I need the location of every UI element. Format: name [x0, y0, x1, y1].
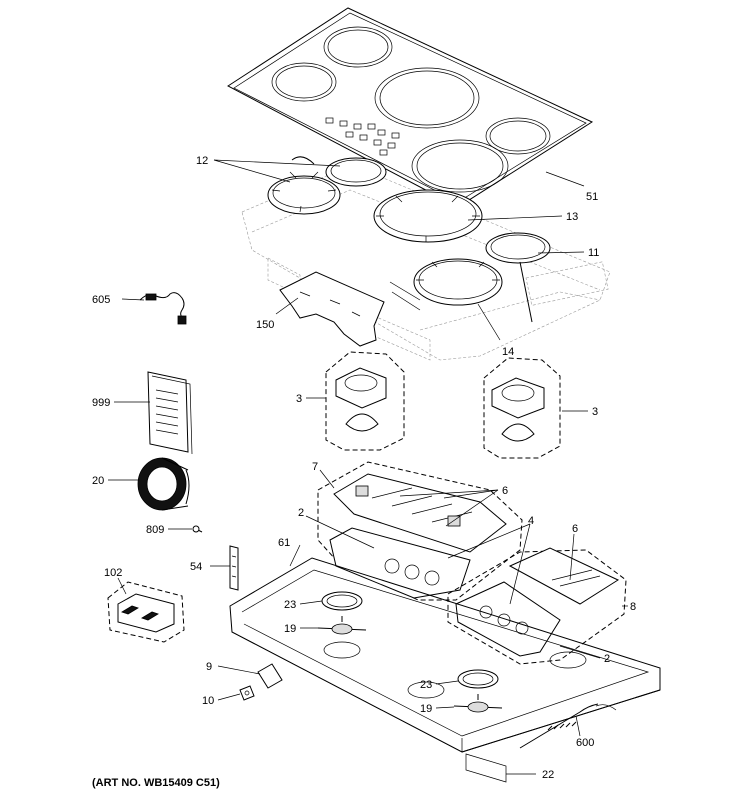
control-keys [325, 117, 400, 156]
part-51-glass-cooktop [227, 7, 594, 208]
callout-labels: 12 51 13 11 14 605 150 3 3 999 20 7 6 6 … [92, 155, 636, 781]
part-11-burner [485, 232, 609, 323]
callout-61: 61 [278, 537, 290, 549]
callout-14: 14 [502, 346, 514, 358]
part-102-terminal-block [107, 581, 185, 643]
callout-13: 13 [566, 211, 578, 223]
part-600-cord [519, 703, 617, 749]
part-7-board-assembly [317, 461, 523, 601]
part-9-clip [257, 663, 283, 689]
callout-23-right: 23 [420, 679, 432, 691]
callout-605: 605 [92, 294, 110, 306]
callout-150: 150 [256, 319, 274, 331]
leader-lines [108, 159, 628, 775]
part-61-bottom-pan [229, 557, 661, 753]
callout-2-right: 2 [604, 653, 610, 665]
callout-809: 809 [146, 524, 164, 536]
callout-51: 51 [586, 191, 598, 203]
part-20-tape-roll [137, 457, 190, 511]
callout-7: 7 [312, 461, 318, 473]
callout-19-left: 19 [284, 623, 296, 635]
callout-11: 11 [588, 247, 599, 259]
callout-2-left: 2 [298, 507, 304, 519]
callout-999: 999 [92, 397, 110, 409]
part-54-strip [229, 545, 239, 591]
callout-8: 8 [630, 601, 636, 613]
part-3-right-generator [483, 357, 561, 459]
part-999-manual [147, 371, 193, 455]
part-150-bracket [279, 271, 385, 347]
part-22-strip [465, 753, 507, 783]
part-809-screw [192, 525, 203, 533]
part-12-burners [267, 156, 387, 215]
part-605-wire-harness [139, 292, 187, 325]
part-10-foot [239, 685, 255, 701]
callout-102: 102 [104, 567, 122, 579]
part-14-burner [389, 258, 503, 311]
callout-4: 4 [528, 515, 534, 527]
part-13-large-burner [373, 189, 483, 243]
callout-6-upper: 6 [502, 485, 508, 497]
part-23-ring-right [457, 669, 499, 689]
callout-9: 9 [206, 661, 212, 673]
part-23-ring-left [321, 591, 363, 611]
part-8-board-assembly [447, 547, 627, 665]
callout-10: 10 [202, 695, 214, 707]
callout-12: 12 [196, 155, 208, 167]
callout-19-right: 19 [420, 703, 432, 715]
callout-22: 22 [542, 769, 554, 781]
callout-600: 600 [576, 737, 594, 749]
callout-3-left: 3 [296, 393, 302, 405]
part-19-fan-right [453, 694, 503, 713]
part-19-fan-left [317, 616, 367, 635]
callout-54: 54 [190, 561, 202, 573]
callout-23-left: 23 [284, 599, 296, 611]
art-number-caption: (ART NO. WB15409 C51) [92, 777, 220, 789]
callout-6-lower: 6 [572, 523, 578, 535]
callout-20: 20 [92, 475, 104, 487]
part-3-left-generator [325, 351, 405, 451]
callout-3-right: 3 [592, 406, 598, 418]
